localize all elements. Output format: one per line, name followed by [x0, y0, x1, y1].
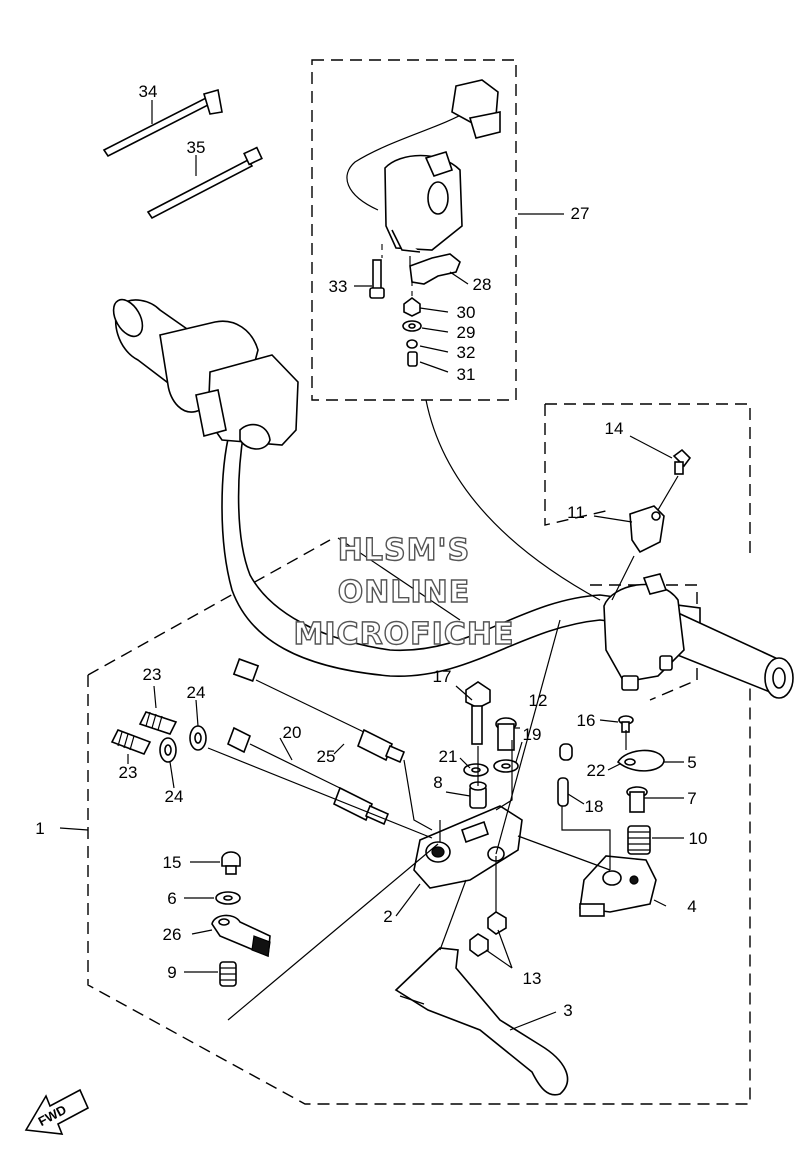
assembly-box-27: [311, 59, 517, 401]
callout-35: 35: [187, 138, 206, 157]
callout-11: 11: [567, 503, 585, 522]
bolt-17: [465, 681, 491, 745]
callout-20: 20: [283, 723, 302, 742]
washer-19: [493, 759, 519, 773]
callout-21: 21: [439, 747, 458, 766]
callout-5: 5: [687, 753, 696, 772]
callout-34: 34: [139, 82, 158, 101]
callout-29: 29: [457, 323, 476, 342]
nut-30: [403, 297, 421, 317]
screw-14: [657, 448, 692, 511]
callout-19: 19: [523, 725, 542, 744]
callout-16: 16: [577, 711, 596, 730]
callout-2: 2: [383, 907, 392, 926]
right-grip: [669, 610, 794, 699]
left-switch-housing: [195, 354, 299, 450]
callout-15: 15: [163, 853, 182, 872]
washer-32: [406, 339, 418, 349]
lever-3: [394, 947, 569, 1096]
cable-25: [232, 658, 406, 764]
cable-20: [226, 726, 390, 826]
callout-26: 26: [163, 925, 182, 944]
watermark-line-1: HLSM'S: [338, 533, 470, 568]
cable-tie-34: [102, 88, 223, 158]
callout-30: 30: [457, 303, 476, 322]
callout-23a: 23: [143, 665, 162, 684]
nut-24a: [189, 725, 207, 751]
screw-31: [407, 351, 418, 367]
right-switch-housing: [603, 573, 685, 691]
callout-1: 1: [35, 819, 44, 838]
callout-8: 8: [433, 773, 442, 792]
washer-6: [215, 891, 241, 905]
callout-13: 13: [523, 969, 542, 988]
callout-24b: 24: [165, 787, 184, 806]
handlebar-switch-27: [346, 79, 501, 253]
nut-24b: [159, 737, 177, 763]
main-harness-wire: [425, 399, 601, 601]
bracket-26: [211, 914, 271, 958]
cable-tie-35: [146, 146, 263, 220]
screw-15: [221, 851, 241, 875]
adjuster-23b: [110, 728, 152, 756]
callout-27: 27: [571, 204, 590, 223]
washer-21: [463, 763, 489, 777]
callout-4: 4: [687, 897, 696, 916]
callout-3: 3: [563, 1001, 572, 1020]
callout-18: 18: [585, 797, 604, 816]
screw-33: [369, 259, 385, 299]
nuts-13: [469, 911, 507, 957]
adjuster-23a: [138, 711, 178, 735]
cover-11: [611, 505, 665, 601]
callout-25: 25: [317, 747, 336, 766]
callout-32: 32: [457, 343, 476, 362]
watermark-line-3: MICROFICHE: [294, 617, 515, 652]
callout-28: 28: [473, 275, 492, 294]
callout-leaders: [59, 100, 684, 1031]
spring-9: [219, 961, 237, 987]
callout-6: 6: [167, 889, 176, 908]
pin-7: [626, 786, 648, 813]
assembly-box-11-14: [544, 403, 751, 556]
switch-4: [579, 855, 657, 917]
callout-12: 12: [529, 691, 548, 710]
callout-22: 22: [587, 761, 606, 780]
callout-17: 17: [433, 667, 452, 686]
callout-31: 31: [457, 365, 476, 384]
pin-22: [559, 743, 573, 761]
clamp-28: [409, 253, 461, 285]
callout-9: 9: [167, 963, 176, 982]
pin-18: [557, 777, 569, 807]
callout-7: 7: [687, 789, 696, 808]
screw-16: [618, 715, 634, 733]
callout-23b: 23: [119, 763, 138, 782]
leader-lines: [207, 244, 627, 1021]
washer-29: [402, 320, 422, 332]
watermark: HLSM'S ONLINE MICROFICHE: [293, 532, 515, 652]
callout-24a: 24: [187, 683, 206, 702]
spring-10: [627, 825, 651, 855]
watermark-line-2: ONLINE: [338, 575, 471, 610]
callout-10: 10: [689, 829, 708, 848]
fwd-arrow-badge: FWD: [24, 1088, 90, 1135]
plate-5: [616, 749, 665, 772]
callout-33: 33: [329, 277, 348, 296]
callout-numbers: 34 35 27 33 28 30 29 32 31 14 11 17 12 1…: [35, 82, 707, 1020]
collar-12: [495, 717, 517, 751]
callout-14: 14: [605, 419, 624, 438]
